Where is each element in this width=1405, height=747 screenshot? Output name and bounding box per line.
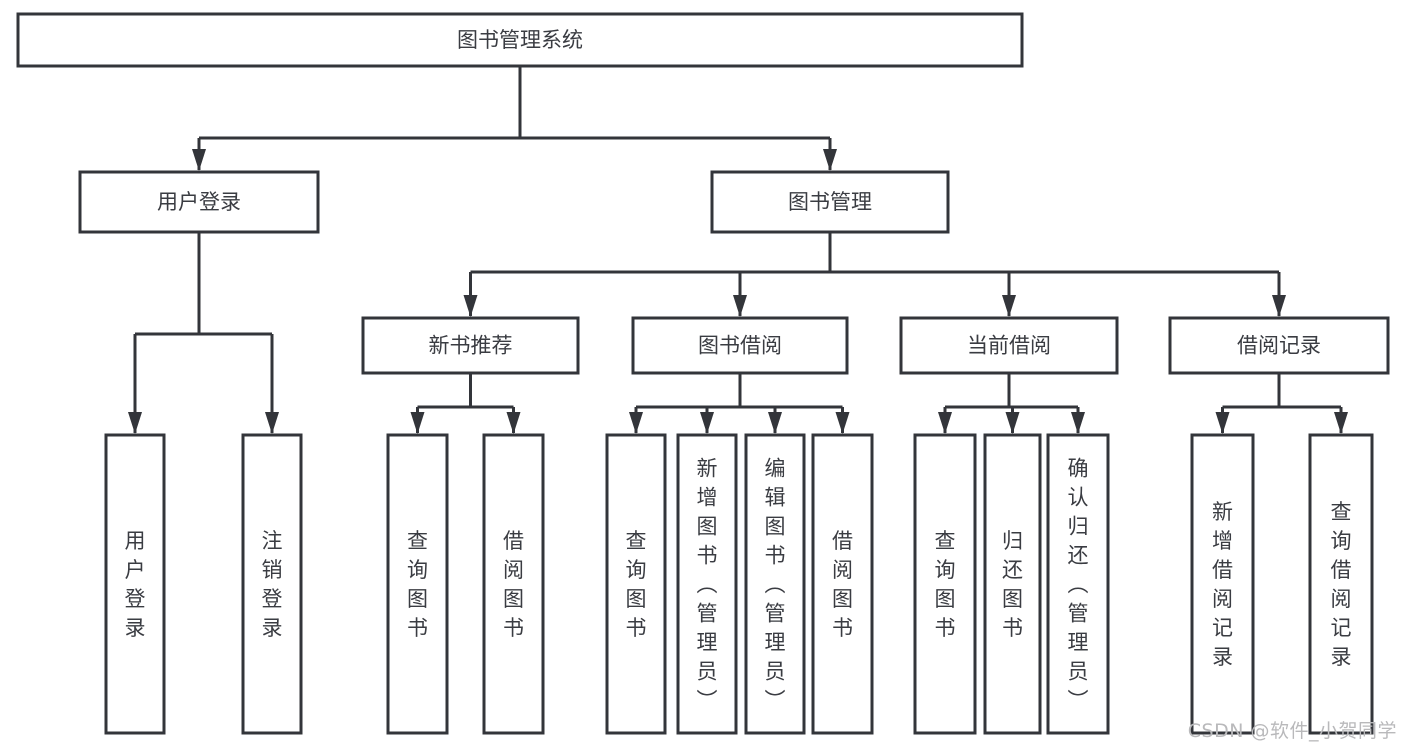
arrow-head-icon: [410, 412, 425, 434]
node-leaf-4[interactable]: 查询图书: [605, 433, 667, 735]
node-box[interactable]: [744, 433, 806, 735]
node-label: 图书管理系统: [457, 28, 583, 52]
node-leaf-1[interactable]: 注销登录: [241, 433, 303, 735]
arrow-head-icon: [733, 295, 747, 317]
node-label: 新书推荐: [429, 334, 513, 358]
arrow-head-icon: [629, 412, 643, 434]
node-box[interactable]: [676, 433, 738, 735]
arrow-head-icon: [506, 412, 521, 434]
node-leaf-0[interactable]: 用户登录: [104, 433, 166, 735]
node-label: 查询图书: [407, 529, 428, 640]
node-leaf-11[interactable]: 新增借阅记录: [1190, 433, 1255, 735]
node-label: 查询图书: [935, 529, 956, 640]
node-label: 新增借阅记录: [1212, 500, 1233, 669]
arrow-head-icon: [835, 412, 850, 434]
node-label: 借阅记录: [1237, 334, 1321, 358]
node-label: 新增图书︵管理员︶: [697, 457, 718, 713]
node-label: 用户登录: [125, 529, 146, 640]
node-label: 查询借阅记录: [1331, 500, 1352, 669]
node-box[interactable]: [913, 433, 977, 735]
arrow-head-icon: [768, 412, 782, 434]
node-boxes: 新书推荐图书借阅当前借阅借阅记录图书管理系统用户登录图书管理用户登录注销登录查询…: [16, 12, 1390, 735]
arrow-head-icon: [1215, 412, 1230, 434]
node-leaf-12[interactable]: 查询借阅记录: [1308, 433, 1374, 735]
arrow-head-icon: [700, 412, 714, 434]
node-box[interactable]: [710, 170, 950, 234]
arrow-head-icon: [823, 149, 837, 171]
node-label: 用户登录: [157, 190, 241, 214]
arrow-head-icon: [1005, 412, 1020, 434]
node-box[interactable]: [386, 433, 449, 735]
arrow-head-icon: [1334, 412, 1348, 434]
node-level1-0[interactable]: 用户登录: [78, 170, 320, 234]
node-box[interactable]: [16, 12, 1024, 68]
node-level1-1[interactable]: 图书管理: [710, 170, 950, 234]
node-level2-0[interactable]: 新书推荐: [361, 316, 580, 375]
node-label: 当前借阅: [967, 334, 1051, 358]
node-leaf-7[interactable]: 借阅图书: [811, 433, 874, 735]
node-box[interactable]: [241, 433, 303, 735]
node-label: 借阅图书: [503, 529, 524, 640]
node-box[interactable]: [811, 433, 874, 735]
arrow-head-icon: [128, 412, 142, 434]
arrow-head-icon: [1071, 412, 1085, 434]
node-box[interactable]: [1190, 433, 1255, 735]
node-box[interactable]: [605, 433, 667, 735]
arrow-head-icon: [1002, 295, 1016, 317]
arrow-head-icon: [1272, 295, 1286, 317]
node-leaf-3[interactable]: 借阅图书: [482, 433, 545, 735]
node-box[interactable]: [361, 316, 580, 375]
node-label: 图书借阅: [698, 334, 782, 358]
node-leaf-6[interactable]: 编辑图书︵管理员︶: [744, 433, 806, 735]
node-level2-3[interactable]: 借阅记录: [1168, 316, 1390, 375]
node-label: 确认归还︵管理员︶: [1068, 457, 1089, 713]
node-box[interactable]: [104, 433, 166, 735]
node-label: 归还图书: [1002, 529, 1023, 640]
node-box[interactable]: [631, 316, 849, 375]
arrow-head-icon: [938, 412, 952, 434]
node-box[interactable]: [1308, 433, 1374, 735]
node-leaf-5[interactable]: 新增图书︵管理员︶: [676, 433, 738, 735]
node-level2-1[interactable]: 图书借阅: [631, 316, 849, 375]
arrow-head-icon: [192, 149, 206, 171]
node-box[interactable]: [1046, 433, 1110, 735]
arrow-head-icon: [265, 412, 279, 434]
node-box[interactable]: [78, 170, 320, 234]
node-leaf-9[interactable]: 归还图书: [983, 433, 1042, 735]
node-root-0[interactable]: 图书管理系统: [16, 12, 1024, 68]
watermark-text: CSDN @软件_小贺同学: [1187, 720, 1397, 742]
node-label: 查询图书: [626, 529, 647, 640]
node-box[interactable]: [482, 433, 545, 735]
node-level2-2[interactable]: 当前借阅: [899, 316, 1119, 375]
node-label: 注销登录: [262, 529, 283, 640]
node-leaf-10[interactable]: 确认归还︵管理员︶: [1046, 433, 1110, 735]
node-label: 借阅图书: [832, 529, 853, 640]
node-label: 图书管理: [788, 190, 872, 214]
node-box[interactable]: [983, 433, 1042, 735]
node-leaf-2[interactable]: 查询图书: [386, 433, 449, 735]
node-box[interactable]: [1168, 316, 1390, 375]
arrow-head-icon: [463, 295, 478, 317]
connector-lines: [128, 66, 1348, 434]
node-leaf-8[interactable]: 查询图书: [913, 433, 977, 735]
node-box[interactable]: [899, 316, 1119, 375]
node-label: 编辑图书︵管理员︶: [765, 457, 786, 713]
